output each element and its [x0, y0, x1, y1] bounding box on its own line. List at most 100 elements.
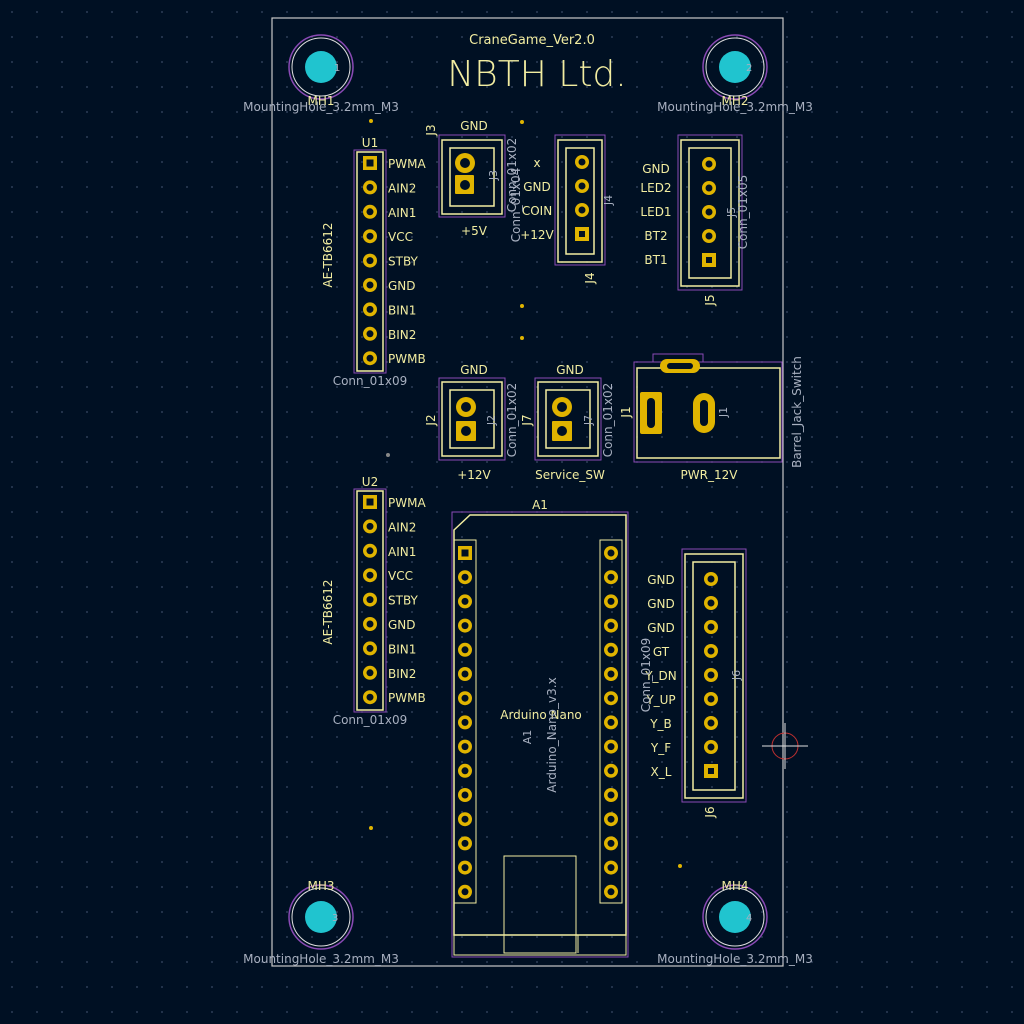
j6-pin[interactable]: GND — [647, 596, 718, 611]
a1-pin[interactable] — [458, 618, 472, 633]
mounting-hole-mh1[interactable]: 1 MH1 MountingHole_3.2mm_M3 — [243, 34, 399, 114]
u1-pin[interactable]: STBY — [363, 253, 419, 269]
a1-pin[interactable] — [604, 763, 618, 778]
footprint-j7[interactable]: GND Service_SW J7 J7 Conn_01x02 — [520, 363, 615, 482]
j6-pin[interactable]: Y_B — [649, 716, 718, 731]
footprint-j5[interactable]: GND LED2 LED1 BT2 BT1 J5 J5 Conn_01x05 — [640, 134, 750, 307]
u1-pin[interactable]: PWMA — [363, 156, 426, 171]
j4-ref: J4 — [583, 272, 597, 284]
u2-pin[interactable]: VCC — [363, 568, 413, 583]
j6-pin-label: GND — [647, 621, 675, 635]
j6-pin-label: GND — [647, 597, 675, 611]
a1-pin[interactable] — [458, 860, 472, 875]
a1-pin[interactable] — [458, 594, 472, 609]
u2-pin[interactable]: PWMA — [363, 495, 426, 510]
j4-pin-2: GND — [523, 180, 551, 194]
j1-ref: J1 — [619, 406, 633, 418]
u1-pin[interactable]: AIN1 — [363, 204, 416, 220]
j7-ref: J7 — [520, 414, 534, 426]
j6-pin[interactable]: GT — [653, 644, 718, 659]
mh4-pad-number: 4 — [746, 913, 752, 924]
a1-pin[interactable] — [604, 788, 618, 802]
a1-pin[interactable] — [458, 763, 472, 778]
mounting-hole-mh4[interactable]: 4 MH4 MountingHole_3.2mm_M3 — [657, 879, 813, 966]
u2-name: AE-TB6612 — [321, 579, 335, 644]
j6-pin[interactable]: Y_DN — [644, 668, 718, 683]
a1-pin[interactable] — [604, 884, 618, 899]
a1-pin[interactable] — [604, 667, 618, 681]
u2-pin[interactable]: PWMB — [363, 690, 426, 705]
footprint-j2[interactable]: GND +12V J2 J2 Conn_01x02 — [424, 363, 519, 482]
footprint-u2[interactable]: U2 AE-TB6612 Conn_01x09 PWMAAIN2AIN1VCCS… — [321, 475, 426, 727]
a1-pin[interactable] — [604, 860, 618, 875]
a1-pin[interactable] — [604, 836, 618, 851]
footprint-u1[interactable]: U1 AE-TB6612 Conn_01x09 PWMAAIN2AIN1VCCS… — [321, 136, 426, 388]
j6-pin-label: Y_DN — [644, 669, 677, 683]
j6-pin[interactable]: Y_F — [650, 740, 718, 755]
u2-pin-label: STBY — [388, 594, 419, 608]
a1-pin[interactable] — [604, 691, 618, 706]
a1-pin[interactable] — [458, 642, 472, 657]
a1-pin[interactable] — [604, 570, 618, 585]
u1-pin[interactable]: BIN2 — [363, 326, 416, 342]
a1-pin[interactable] — [604, 618, 618, 633]
mounting-hole-mh2[interactable]: 2 MH2 MountingHole_3.2mm_M3 — [657, 34, 813, 114]
j1-value: Barrel_Jack_Switch — [790, 356, 804, 468]
a1-pin[interactable] — [458, 546, 472, 560]
u2-pin[interactable]: BIN2 — [363, 665, 416, 681]
mh4-value: MountingHole_3.2mm_M3 — [657, 952, 813, 966]
j2-bottom-label: +12V — [457, 468, 491, 482]
j6-pin[interactable]: X_L — [651, 764, 718, 779]
a1-pin[interactable] — [458, 715, 472, 730]
j5-fab-ref: J5 — [725, 207, 738, 218]
footprint-j1[interactable]: PWR_12V J1 J1 Barrel_Jack_Switch — [619, 353, 804, 482]
a1-pin[interactable] — [458, 812, 472, 827]
j6-pin-label: GND — [647, 573, 675, 587]
j6-pin-label: Y_UP — [645, 693, 675, 707]
u1-pin[interactable]: GND — [363, 278, 416, 293]
mounting-hole-mh3[interactable]: 3 MH3 MountingHole_3.2mm_M3 — [243, 879, 399, 966]
u2-pin-label: PWMB — [388, 691, 426, 705]
origin-crosshair-icon — [762, 723, 808, 769]
a1-pin[interactable] — [458, 667, 472, 681]
u1-pin[interactable]: VCC — [363, 229, 413, 244]
a1-pin[interactable] — [458, 739, 472, 754]
u1-pin[interactable]: PWMB — [363, 351, 426, 366]
a1-pin[interactable] — [604, 739, 618, 754]
a1-pin[interactable] — [604, 812, 618, 827]
mh2-value: MountingHole_3.2mm_M3 — [657, 100, 813, 114]
a1-pin[interactable] — [458, 836, 472, 851]
a1-pin[interactable] — [458, 884, 472, 899]
u2-value: Conn_01x09 — [333, 713, 408, 727]
a1-pin[interactable] — [458, 691, 472, 706]
j6-pin[interactable]: GND — [647, 620, 718, 635]
a1-pin[interactable] — [458, 570, 472, 585]
j4-pin-1: x — [533, 156, 540, 170]
u2-pin-label: VCC — [388, 569, 413, 583]
j6-pin[interactable]: Y_UP — [645, 692, 718, 707]
mh1-value: MountingHole_3.2mm_M3 — [243, 100, 399, 114]
j3-bottom-label: +5V — [461, 224, 488, 238]
j6-pin[interactable]: GND — [647, 572, 718, 587]
u2-pin[interactable]: AIN1 — [363, 543, 416, 559]
mh3-value: MountingHole_3.2mm_M3 — [243, 952, 399, 966]
u1-pin-label: STBY — [388, 255, 419, 269]
u2-pin[interactable]: BIN1 — [363, 641, 416, 656]
u1-pin-label: PWMA — [388, 157, 426, 171]
a1-pin[interactable] — [604, 594, 618, 609]
u2-pin[interactable]: STBY — [363, 592, 419, 608]
u2-pin[interactable]: AIN2 — [363, 519, 416, 534]
u1-pin[interactable]: AIN2 — [363, 180, 416, 195]
a1-pin[interactable] — [458, 788, 472, 802]
j6-fab-ref: J6 — [730, 670, 743, 681]
a1-pin[interactable] — [604, 546, 618, 560]
a1-pin[interactable] — [604, 715, 618, 730]
footprint-j3[interactable]: GND +5V J3 J3 Conn_01x02 — [424, 119, 519, 238]
footprint-j4[interactable]: x GND COIN +12V J4 J4 Conn_01x04 — [509, 134, 615, 285]
u1-pin[interactable]: BIN1 — [363, 302, 416, 317]
u1-pin-label: AIN2 — [388, 181, 416, 195]
u2-pin[interactable]: GND — [363, 617, 416, 632]
footprint-a1[interactable]: A1 Arduino Nano A1 Arduino_Nano_v3.x — [451, 498, 629, 958]
a1-pin[interactable] — [604, 642, 618, 657]
